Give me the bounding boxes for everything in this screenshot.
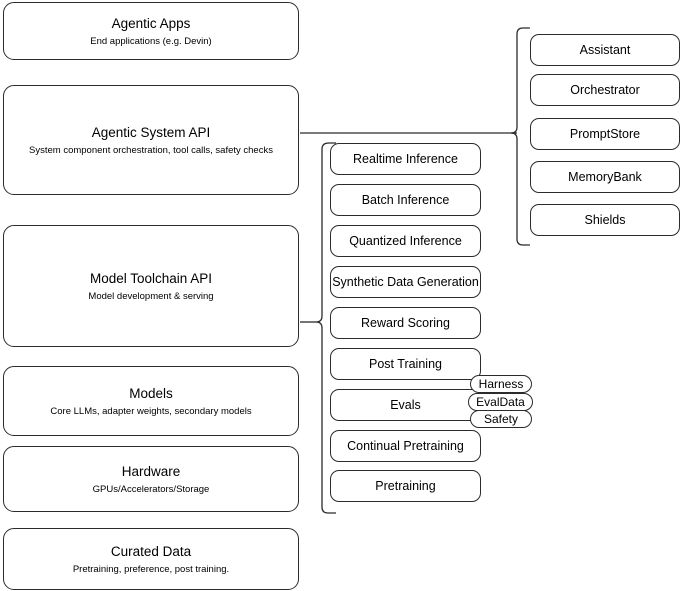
layer-hardware[interactable]: Hardware GPUs/Accelerators/Storage (3, 446, 299, 512)
toolchain-chip-synthetic-data-generation[interactable]: Synthetic Data Generation (330, 266, 481, 298)
layer-title: Model Toolchain API (89, 270, 213, 286)
chip-label: Quantized Inference (349, 233, 462, 248)
chip-label: Realtime Inference (353, 151, 458, 166)
layer-subtitle: GPUs/Accelerators/Storage (92, 483, 210, 495)
layer-agentic-apps[interactable]: Agentic Apps End applications (e.g. Devi… (3, 2, 299, 60)
toolchain-chip-realtime-inference[interactable]: Realtime Inference (330, 143, 481, 175)
layer-subtitle: End applications (e.g. Devin) (90, 35, 212, 47)
layer-agentic-system-api[interactable]: Agentic System API System component orch… (3, 85, 299, 195)
chip-label: Evals (390, 397, 421, 412)
layer-subtitle: System component orchestration, tool cal… (29, 144, 273, 156)
chip-label: Assistant (579, 42, 631, 57)
chip-label: MemoryBank (568, 169, 642, 184)
layer-title: Hardware (121, 463, 181, 479)
pill-label: Safety (483, 412, 519, 426)
layer-title: Curated Data (110, 543, 192, 559)
agentic-chip-orchestrator[interactable]: Orchestrator (530, 74, 680, 106)
toolchain-chip-post-training[interactable]: Post Training (330, 348, 481, 380)
chip-label: Pretraining (375, 478, 436, 493)
layer-title: Models (129, 385, 173, 401)
agentic-chip-shields[interactable]: Shields (530, 204, 680, 236)
layer-title: Agentic System API (91, 124, 211, 140)
evals-pill-harness[interactable]: Harness (470, 375, 532, 393)
toolchain-chip-reward-scoring[interactable]: Reward Scoring (330, 307, 481, 339)
pill-label: EvalData (476, 395, 525, 409)
layer-subtitle: Pretraining, preference, post training. (72, 563, 230, 575)
layer-subtitle: Model development & serving (88, 290, 214, 302)
chip-label: Orchestrator (570, 82, 640, 97)
toolchain-chip-pretraining[interactable]: Pretraining (330, 470, 481, 502)
layer-subtitle: Core LLMs, adapter weights, secondary mo… (50, 405, 252, 417)
toolchain-chip-continual-pretraining[interactable]: Continual Pretraining (330, 430, 481, 462)
layer-model-toolchain-api[interactable]: Model Toolchain API Model development & … (3, 225, 299, 347)
agentic-chip-assistant[interactable]: Assistant (530, 34, 680, 66)
chip-label: Shields (584, 212, 626, 227)
layer-models[interactable]: Models Core LLMs, adapter weights, secon… (3, 366, 299, 436)
toolchain-chip-batch-inference[interactable]: Batch Inference (330, 184, 481, 216)
layer-title: Agentic Apps (111, 15, 191, 31)
agentic-chip-promptstore[interactable]: PromptStore (530, 118, 680, 150)
pill-label: Harness (478, 377, 524, 391)
chip-label: Batch Inference (361, 192, 450, 207)
agentic-chip-memorybank[interactable]: MemoryBank (530, 161, 680, 193)
toolchain-chip-evals[interactable]: Evals (330, 389, 481, 421)
chip-label: Synthetic Data Generation (332, 274, 479, 289)
evals-pill-safety[interactable]: Safety (470, 410, 532, 428)
evals-pill-evaldata[interactable]: EvalData (468, 393, 533, 411)
layer-curated-data[interactable]: Curated Data Pretraining, preference, po… (3, 528, 299, 590)
chip-label: Reward Scoring (361, 315, 450, 330)
chip-label: PromptStore (569, 126, 641, 141)
chip-label: Post Training (369, 356, 442, 371)
right-bracket (510, 27, 530, 246)
toolchain-chip-quantized-inference[interactable]: Quantized Inference (330, 225, 481, 257)
chip-label: Continual Pretraining (347, 438, 464, 453)
